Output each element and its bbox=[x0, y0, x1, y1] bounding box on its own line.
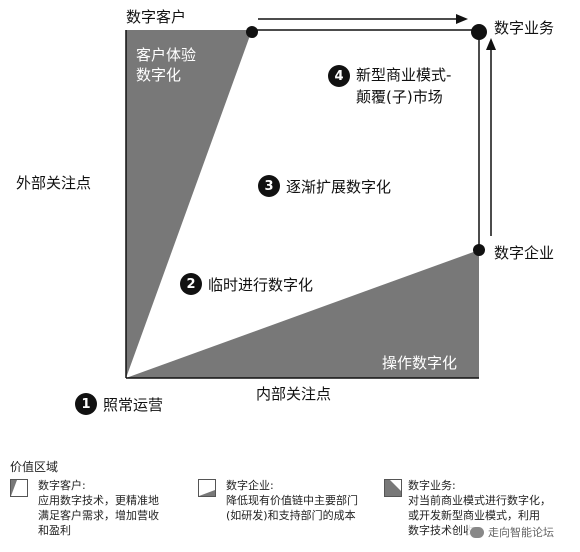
customer-region-icon bbox=[10, 479, 28, 497]
business-node bbox=[471, 24, 487, 40]
legend-enterprise-title: 数字企业: bbox=[226, 479, 274, 492]
legend-business-line2: 或开发新型商业模式，利用 bbox=[408, 509, 540, 522]
customer-experience-label-line1: 客户体验 bbox=[136, 46, 197, 64]
watermark-text: 走向智能论坛 bbox=[488, 526, 554, 539]
step-3-badge: 3 bbox=[258, 175, 280, 197]
step-1: 1 照常运营 bbox=[75, 393, 163, 415]
step-4-label-line1: 新型商业模式- bbox=[356, 66, 452, 84]
legend-business-title: 数字业务: bbox=[408, 479, 456, 492]
legend-item-enterprise: 数字企业: 降低现有价值链中主要部门 (如研发)和支持部门的成本 bbox=[198, 478, 378, 523]
step-3: 3 逐渐扩展数字化 bbox=[258, 175, 391, 197]
digital-customer-label: 数字客户 bbox=[126, 8, 187, 26]
step-4-badge: 4 bbox=[328, 65, 350, 87]
legend-business-line3: 数字技术创收 bbox=[408, 524, 474, 537]
watermark: 走向智能论坛 bbox=[468, 524, 556, 540]
step-2-label: 临时进行数字化 bbox=[208, 275, 314, 294]
chat-bubble-icon bbox=[470, 526, 484, 538]
legend-item-business: 数字业务: 对当前商业模式进行数字化， 或开发新型商业模式，利用 数字技术创收 bbox=[384, 478, 574, 538]
customer-experience-wedge bbox=[126, 30, 252, 378]
operations-label: 操作数字化 bbox=[382, 354, 458, 372]
step-3-label: 逐渐扩展数字化 bbox=[286, 177, 392, 196]
legend-enterprise-line2: (如研发)和支持部门的成本 bbox=[226, 509, 356, 522]
step-1-label: 照常运营 bbox=[103, 395, 164, 414]
step-2: 2 临时进行数字化 bbox=[180, 273, 313, 295]
legend-customer-title: 数字客户: bbox=[38, 479, 86, 492]
operations-wedge bbox=[126, 250, 479, 378]
external-focus-label: 外部关注点 bbox=[16, 174, 92, 192]
digital-business-label: 数字业务 bbox=[494, 19, 555, 37]
legend-enterprise-line1: 降低现有价值链中主要部门 bbox=[226, 494, 358, 507]
legend-customer-line3: 和盈利 bbox=[38, 524, 71, 537]
legend-title: 价值区域 bbox=[10, 460, 59, 474]
legend-business-line1: 对当前商业模式进行数字化， bbox=[408, 494, 551, 507]
legend-item-customer: 数字客户: 应用数字技术，更精准地 满足客户需求，增加营收 和盈利 bbox=[10, 478, 200, 538]
customer-node bbox=[246, 26, 258, 38]
legend-customer-line1: 应用数字技术，更精准地 bbox=[38, 494, 159, 507]
enterprise-region-icon bbox=[198, 479, 216, 497]
digital-enterprise-label: 数字企业 bbox=[494, 244, 555, 262]
enterprise-node bbox=[473, 244, 485, 256]
top-arrow-head bbox=[456, 14, 468, 24]
customer-experience-label-line2: 数字化 bbox=[136, 66, 182, 84]
legend-customer-line2: 满足客户需求，增加营收 bbox=[38, 509, 159, 522]
step-4-label-line2: 颠覆(子)市场 bbox=[356, 88, 443, 106]
business-region-icon bbox=[384, 479, 402, 497]
internal-focus-label: 内部关注点 bbox=[256, 385, 332, 403]
right-arrow-head bbox=[486, 38, 496, 50]
step-2-badge: 2 bbox=[180, 273, 202, 295]
step-1-badge: 1 bbox=[75, 393, 97, 415]
